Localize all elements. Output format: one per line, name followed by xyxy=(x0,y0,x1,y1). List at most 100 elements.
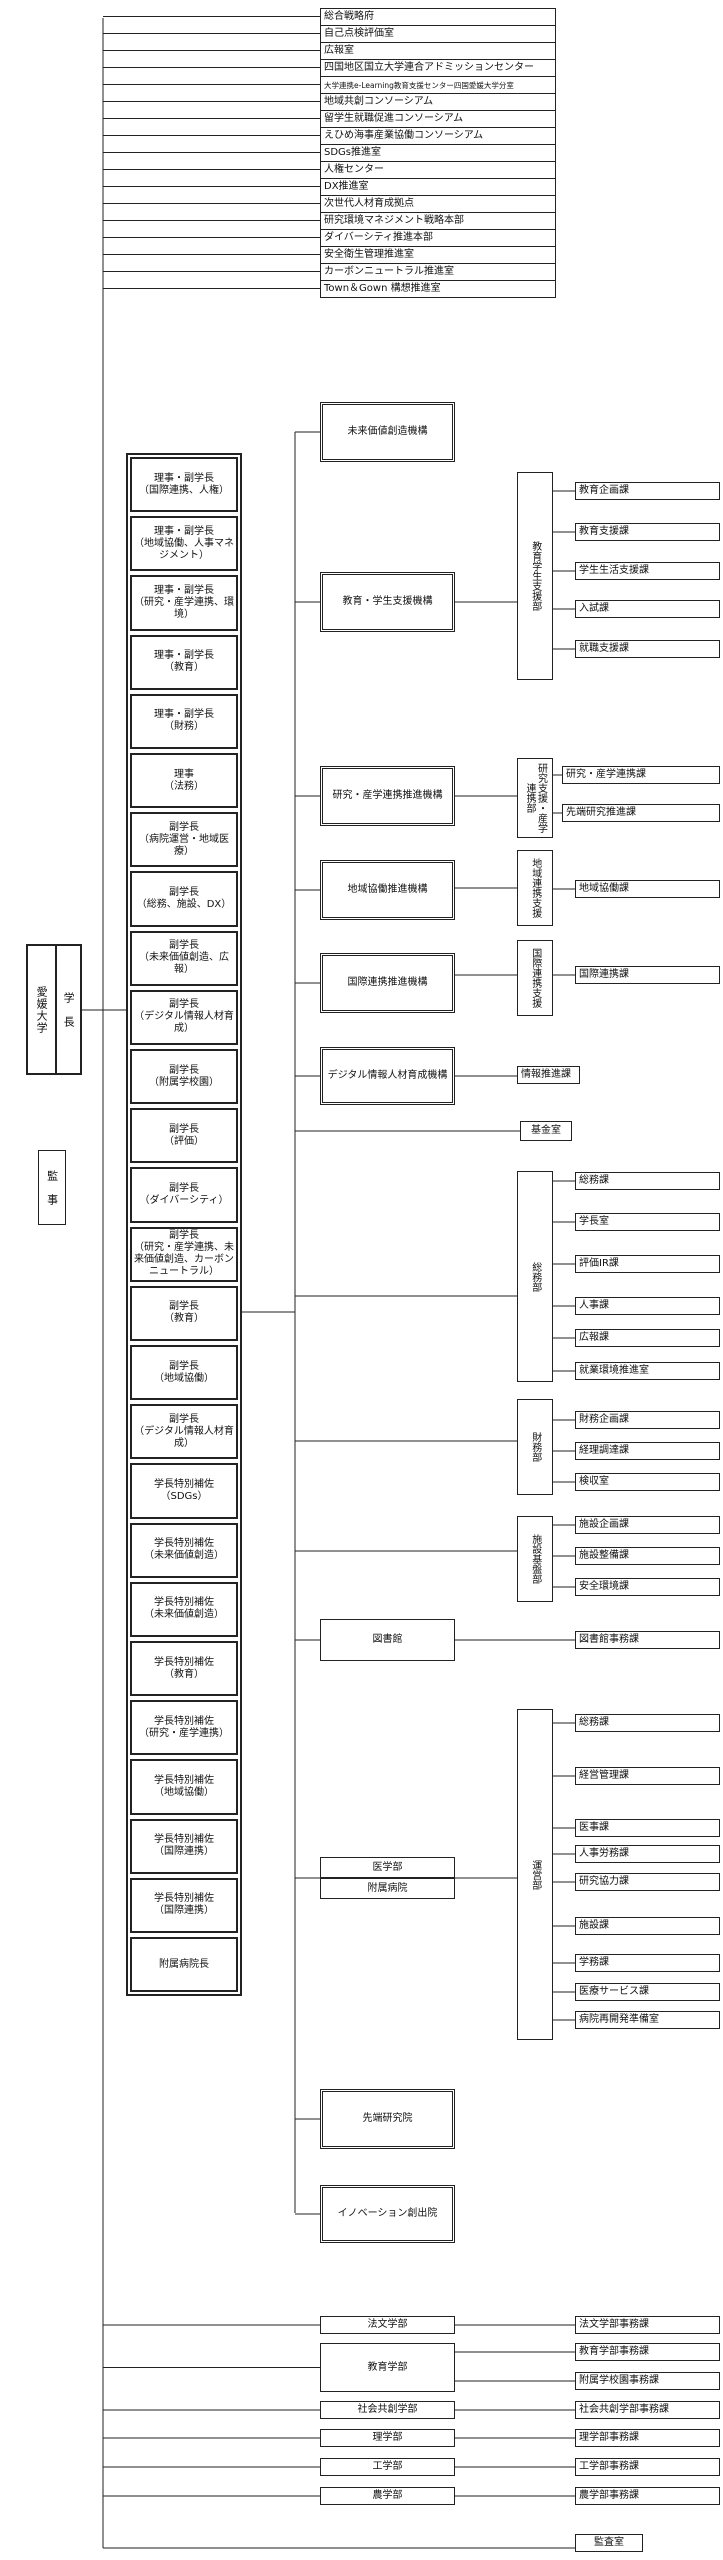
org-box-audit_office[interactable]: 監査室 xyxy=(575,2534,643,2552)
org-box-kokusai_kikou[interactable]: 国際連携推進機構 xyxy=(320,953,455,1013)
org-box-fac_sci[interactable]: 理学部 xyxy=(320,2429,455,2447)
executive-box[interactable]: 学長特別補佐 （国際連携） xyxy=(130,1877,238,1933)
executive-box[interactable]: 学長特別補佐 （国際連携） xyxy=(130,1818,238,1874)
section-box[interactable]: 評価IR課 xyxy=(575,1255,720,1273)
executive-box[interactable]: 副学長 （附属学校園） xyxy=(130,1049,238,1105)
section-box[interactable]: 工学部事務課 xyxy=(575,2458,720,2476)
top-office-box[interactable]: 研究環境マネジメント戦略本部 xyxy=(320,212,556,230)
top-office-box[interactable]: ダイバーシティ推進本部 xyxy=(320,229,556,247)
executive-box[interactable]: 副学長 （デジタル情報人材育成） xyxy=(130,1404,238,1460)
org-box-library[interactable]: 図書館 xyxy=(320,1619,455,1661)
org-box-kyoiku_kikou[interactable]: 教育・学生支援機構 xyxy=(320,572,455,632)
executive-box[interactable]: 副学長 （地域協働） xyxy=(130,1345,238,1401)
org-box-fac_edu[interactable]: 教育学部 xyxy=(320,2343,455,2392)
org-box-med1[interactable]: 医学部 xyxy=(320,1857,455,1878)
top-office-box[interactable]: えひめ海事産業協働コンソーシアム xyxy=(320,127,556,145)
org-box-chiiki_kikou[interactable]: 地域協働推進機構 xyxy=(320,860,455,920)
president-box[interactable]: 学 長 xyxy=(55,944,82,1075)
org-box-med2[interactable]: 附属病院 xyxy=(320,1878,455,1899)
section-box[interactable]: 地域協働課 xyxy=(575,880,720,898)
dept-box-unei[interactable]: 運営部 xyxy=(517,1709,553,2040)
dept-box-shisetsu[interactable]: 施設基盤部 xyxy=(517,1516,553,1602)
section-box[interactable]: 理学部事務課 xyxy=(575,2429,720,2447)
org-box-fac_soc[interactable]: 社会共創学部 xyxy=(320,2401,455,2419)
dept-box-soumu[interactable]: 総務部 xyxy=(517,1171,553,1382)
section-box[interactable]: 法文学部事務課 xyxy=(575,2316,720,2334)
executive-box[interactable]: 副学長 （教育） xyxy=(130,1285,238,1341)
section-box[interactable]: 社会共創学部事務課 xyxy=(575,2401,720,2419)
dept-box-kyoiku_gakusei[interactable]: 教育学生支援部 xyxy=(517,472,553,680)
top-office-box[interactable]: 留学生就職促進コンソーシアム xyxy=(320,110,556,128)
section-box[interactable]: 図書館事務課 xyxy=(575,1631,720,1649)
executive-box[interactable]: 学長特別補佐 （未来価値創造） xyxy=(130,1522,238,1578)
org-box-kikin[interactable]: 基金室 xyxy=(520,1121,572,1141)
org-box-digital_kikou[interactable]: デジタル情報人材育成機構 xyxy=(320,1047,455,1105)
section-box[interactable]: 人事労務課 xyxy=(575,1845,720,1863)
section-box[interactable]: 就職支援課 xyxy=(575,640,720,658)
top-office-box[interactable]: 大学連携e-Learning教育支援センター四国愛媛大学分室 xyxy=(320,76,556,94)
top-office-box[interactable]: 四国地区国立大学連合アドミッションセンター xyxy=(320,59,556,77)
section-box[interactable]: 附属学校園事務課 xyxy=(575,2372,720,2390)
org-box-innov[interactable]: イノベーション創出院 xyxy=(320,2185,455,2243)
org-box-kenkyu_kikou[interactable]: 研究・産学連携推進機構 xyxy=(320,766,455,826)
section-box[interactable]: 情報推進課 xyxy=(517,1066,580,1084)
executive-box[interactable]: 学長特別補佐 （SDGs） xyxy=(130,1463,238,1519)
executive-box[interactable]: 学長特別補佐 （地域協働） xyxy=(130,1759,238,1815)
executive-box[interactable]: 副学長 （ダイバーシティ） xyxy=(130,1167,238,1223)
executive-box[interactable]: 附属病院長 xyxy=(130,1937,238,1993)
section-box[interactable]: 就業環境推進室 xyxy=(575,1362,720,1380)
dept-box-kenkyu_shien[interactable]: 研究支援・産学連携部 xyxy=(517,758,553,838)
section-box[interactable]: 国際連携課 xyxy=(575,966,720,984)
dept-box-kokusai_shien[interactable]: 国際連携支援 xyxy=(517,940,553,1016)
top-office-box[interactable]: 自己点検評価室 xyxy=(320,25,556,43)
org-box-fac_law[interactable]: 法文学部 xyxy=(320,2316,455,2334)
executive-box[interactable]: 理事・副学長 （研究・産学連携、環境） xyxy=(130,575,238,631)
executive-box[interactable]: 理事・副学長 （国際連携、人権） xyxy=(130,457,238,513)
executive-box[interactable]: 副学長 （未来価値創造、広報） xyxy=(130,930,238,986)
executive-box[interactable]: 学長特別補佐 （未来価値創造） xyxy=(130,1581,238,1637)
section-box[interactable]: 教育支援課 xyxy=(575,523,720,541)
section-box[interactable]: 学務課 xyxy=(575,1954,720,1972)
executive-box[interactable]: 副学長 （デジタル情報人材育成） xyxy=(130,989,238,1045)
section-box[interactable]: 人事課 xyxy=(575,1297,720,1315)
section-box[interactable]: 農学部事務課 xyxy=(575,2487,720,2505)
top-office-box[interactable]: Town＆Gown 構想推進室 xyxy=(320,280,556,298)
section-box[interactable]: 施設課 xyxy=(575,1917,720,1935)
executive-box[interactable]: 理事 （法務） xyxy=(130,753,238,809)
executive-box[interactable]: 副学長 （病院運営・地域医療） xyxy=(130,812,238,868)
executive-box[interactable]: 理事・副学長 （教育） xyxy=(130,634,238,690)
top-office-box[interactable]: 次世代人材育成拠点 xyxy=(320,195,556,213)
auditor-box[interactable]: 監 事 xyxy=(38,1150,66,1225)
section-box[interactable]: 学生生活支援課 xyxy=(575,562,720,580)
executive-box[interactable]: 理事・副学長 （地域協働、人事マネジメント） xyxy=(130,516,238,572)
top-office-box[interactable]: カーボンニュートラル推進室 xyxy=(320,263,556,281)
section-box[interactable]: 病院再開発準備室 xyxy=(575,2011,720,2029)
org-box-mirai[interactable]: 未来価値創造機構 xyxy=(320,402,455,462)
top-office-box[interactable]: DX推進室 xyxy=(320,178,556,196)
top-office-box[interactable]: 広報室 xyxy=(320,42,556,60)
section-box[interactable]: 教育学部事務課 xyxy=(575,2343,720,2361)
executive-box[interactable]: 副学長 （研究・産学連携、未来価値創造、カーボンニュートラル） xyxy=(130,1226,238,1282)
section-box[interactable]: 医事課 xyxy=(575,1819,720,1837)
org-box-fac_agr[interactable]: 農学部 xyxy=(320,2487,455,2505)
section-box[interactable]: 研究協力課 xyxy=(575,1873,720,1891)
section-box[interactable]: 研究・産学連携課 xyxy=(562,766,720,784)
section-box[interactable]: 総務課 xyxy=(575,1714,720,1732)
executive-box[interactable]: 副学長 （評価） xyxy=(130,1108,238,1164)
executive-box[interactable]: 学長特別補佐 （教育） xyxy=(130,1641,238,1697)
top-office-box[interactable]: 総合戦略府 xyxy=(320,8,556,26)
dept-box-chiiki_shien[interactable]: 地域連携支援 xyxy=(517,850,553,926)
section-box[interactable]: 経営管理課 xyxy=(575,1767,720,1785)
section-box[interactable]: 先端研究推進課 xyxy=(562,804,720,822)
dept-box-zaimu[interactable]: 財務部 xyxy=(517,1399,553,1495)
org-box-fac_eng[interactable]: 工学部 xyxy=(320,2458,455,2476)
executive-box[interactable]: 副学長 （総務、施設、DX） xyxy=(130,871,238,927)
top-office-box[interactable]: 地域共創コンソーシアム xyxy=(320,93,556,111)
section-box[interactable]: 財務企画課 xyxy=(575,1411,720,1429)
section-box[interactable]: 施設企画課 xyxy=(575,1516,720,1534)
section-box[interactable]: 教育企画課 xyxy=(575,482,720,500)
executive-box[interactable]: 学長特別補佐 （研究・産学連携） xyxy=(130,1700,238,1756)
org-box-senkan[interactable]: 先端研究院 xyxy=(320,2089,455,2149)
section-box[interactable]: 経理調達課 xyxy=(575,1442,720,1460)
section-box[interactable]: 安全環境課 xyxy=(575,1578,720,1596)
